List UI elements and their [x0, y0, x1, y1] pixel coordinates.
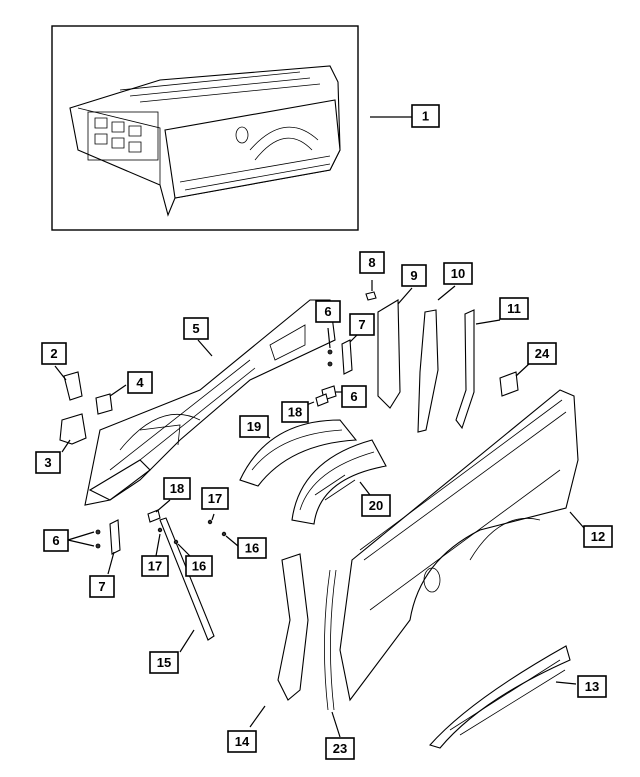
svg-text:18: 18	[170, 481, 184, 496]
callout-12: 12	[583, 525, 613, 548]
svg-text:10: 10	[451, 266, 465, 281]
svg-text:17: 17	[208, 491, 222, 506]
hinge-part-4	[95, 393, 113, 415]
strip-part-10	[417, 309, 439, 433]
svg-text:7: 7	[98, 579, 105, 594]
svg-text:5: 5	[192, 321, 199, 336]
callout-14: 14	[227, 730, 257, 753]
fasteners-upper	[321, 327, 361, 401]
svg-text:23: 23	[333, 741, 347, 756]
callout-23: 23	[325, 737, 355, 760]
part-24	[499, 371, 519, 397]
strip-part-11	[455, 309, 475, 430]
callout-17-right: 17	[201, 487, 229, 510]
decal-part-13	[429, 645, 571, 749]
svg-text:1: 1	[422, 109, 429, 124]
seal-part-23	[324, 569, 331, 711]
callout-6-lower: 6	[43, 529, 69, 552]
bracket-part-2	[63, 371, 83, 401]
callout-labels: 1 2 3 4 5 6 6 6 7 7 8 9 10 11 12 13 14 1…	[35, 104, 613, 760]
svg-text:6: 6	[350, 389, 357, 404]
part-14	[277, 553, 309, 701]
callout-8: 8	[359, 251, 385, 274]
small-fasteners	[147, 499, 239, 557]
callout-11: 11	[499, 297, 529, 320]
svg-text:3: 3	[44, 455, 51, 470]
callout-5: 5	[183, 317, 209, 340]
svg-text:20: 20	[369, 498, 383, 513]
fasteners-lower	[67, 519, 121, 575]
clip-part-8	[365, 291, 377, 301]
callout-2: 2	[41, 342, 67, 365]
wheelhouse-liner-part-19	[239, 419, 358, 487]
svg-text:17: 17	[148, 559, 162, 574]
callout-20: 20	[361, 494, 391, 517]
callout-6-mid: 6	[341, 385, 367, 408]
callout-6-upper: 6	[315, 300, 341, 323]
svg-text:16: 16	[192, 559, 206, 574]
wheelhouse-part-20	[291, 439, 387, 525]
svg-text:15: 15	[157, 655, 171, 670]
leader-5	[197, 339, 213, 357]
callout-18-upper: 18	[281, 401, 309, 423]
svg-text:18: 18	[288, 405, 302, 420]
callout-19: 19	[239, 415, 269, 438]
callout-15: 15	[149, 651, 179, 674]
callout-7-upper: 7	[349, 313, 375, 336]
callout-16-right: 16	[237, 537, 267, 559]
svg-text:19: 19	[247, 419, 261, 434]
callout-9: 9	[401, 264, 427, 287]
svg-text:14: 14	[235, 734, 250, 749]
callout-17-left: 17	[141, 555, 169, 577]
callout-10: 10	[443, 262, 473, 285]
svg-text:7: 7	[358, 317, 365, 332]
callout-7-lower: 7	[89, 575, 115, 598]
outer-box-side-panel	[339, 389, 579, 702]
callout-1: 1	[411, 104, 440, 128]
svg-text:6: 6	[324, 304, 331, 319]
svg-text:8: 8	[368, 255, 375, 270]
callout-3: 3	[35, 451, 61, 474]
callout-18-lower: 18	[163, 477, 191, 500]
svg-text:4: 4	[136, 375, 144, 390]
pickup-bed-assembly	[69, 65, 341, 217]
bracket-part-9	[377, 299, 401, 409]
strip-part-15	[159, 517, 215, 641]
inner-box-side-panel	[84, 299, 336, 506]
svg-text:9: 9	[410, 268, 417, 283]
svg-text:11: 11	[507, 301, 521, 316]
svg-text:16: 16	[245, 541, 259, 556]
callout-24: 24	[527, 342, 557, 365]
svg-text:13: 13	[585, 679, 599, 694]
svg-text:12: 12	[591, 529, 605, 544]
callout-16-left: 16	[185, 555, 213, 577]
callout-13: 13	[577, 675, 607, 698]
svg-text:6: 6	[52, 533, 59, 548]
bracket-part-3	[59, 413, 87, 445]
svg-text:24: 24	[535, 346, 550, 361]
callout-4: 4	[127, 371, 153, 394]
clip-part-18-upper	[315, 393, 329, 407]
svg-text:2: 2	[50, 346, 57, 361]
